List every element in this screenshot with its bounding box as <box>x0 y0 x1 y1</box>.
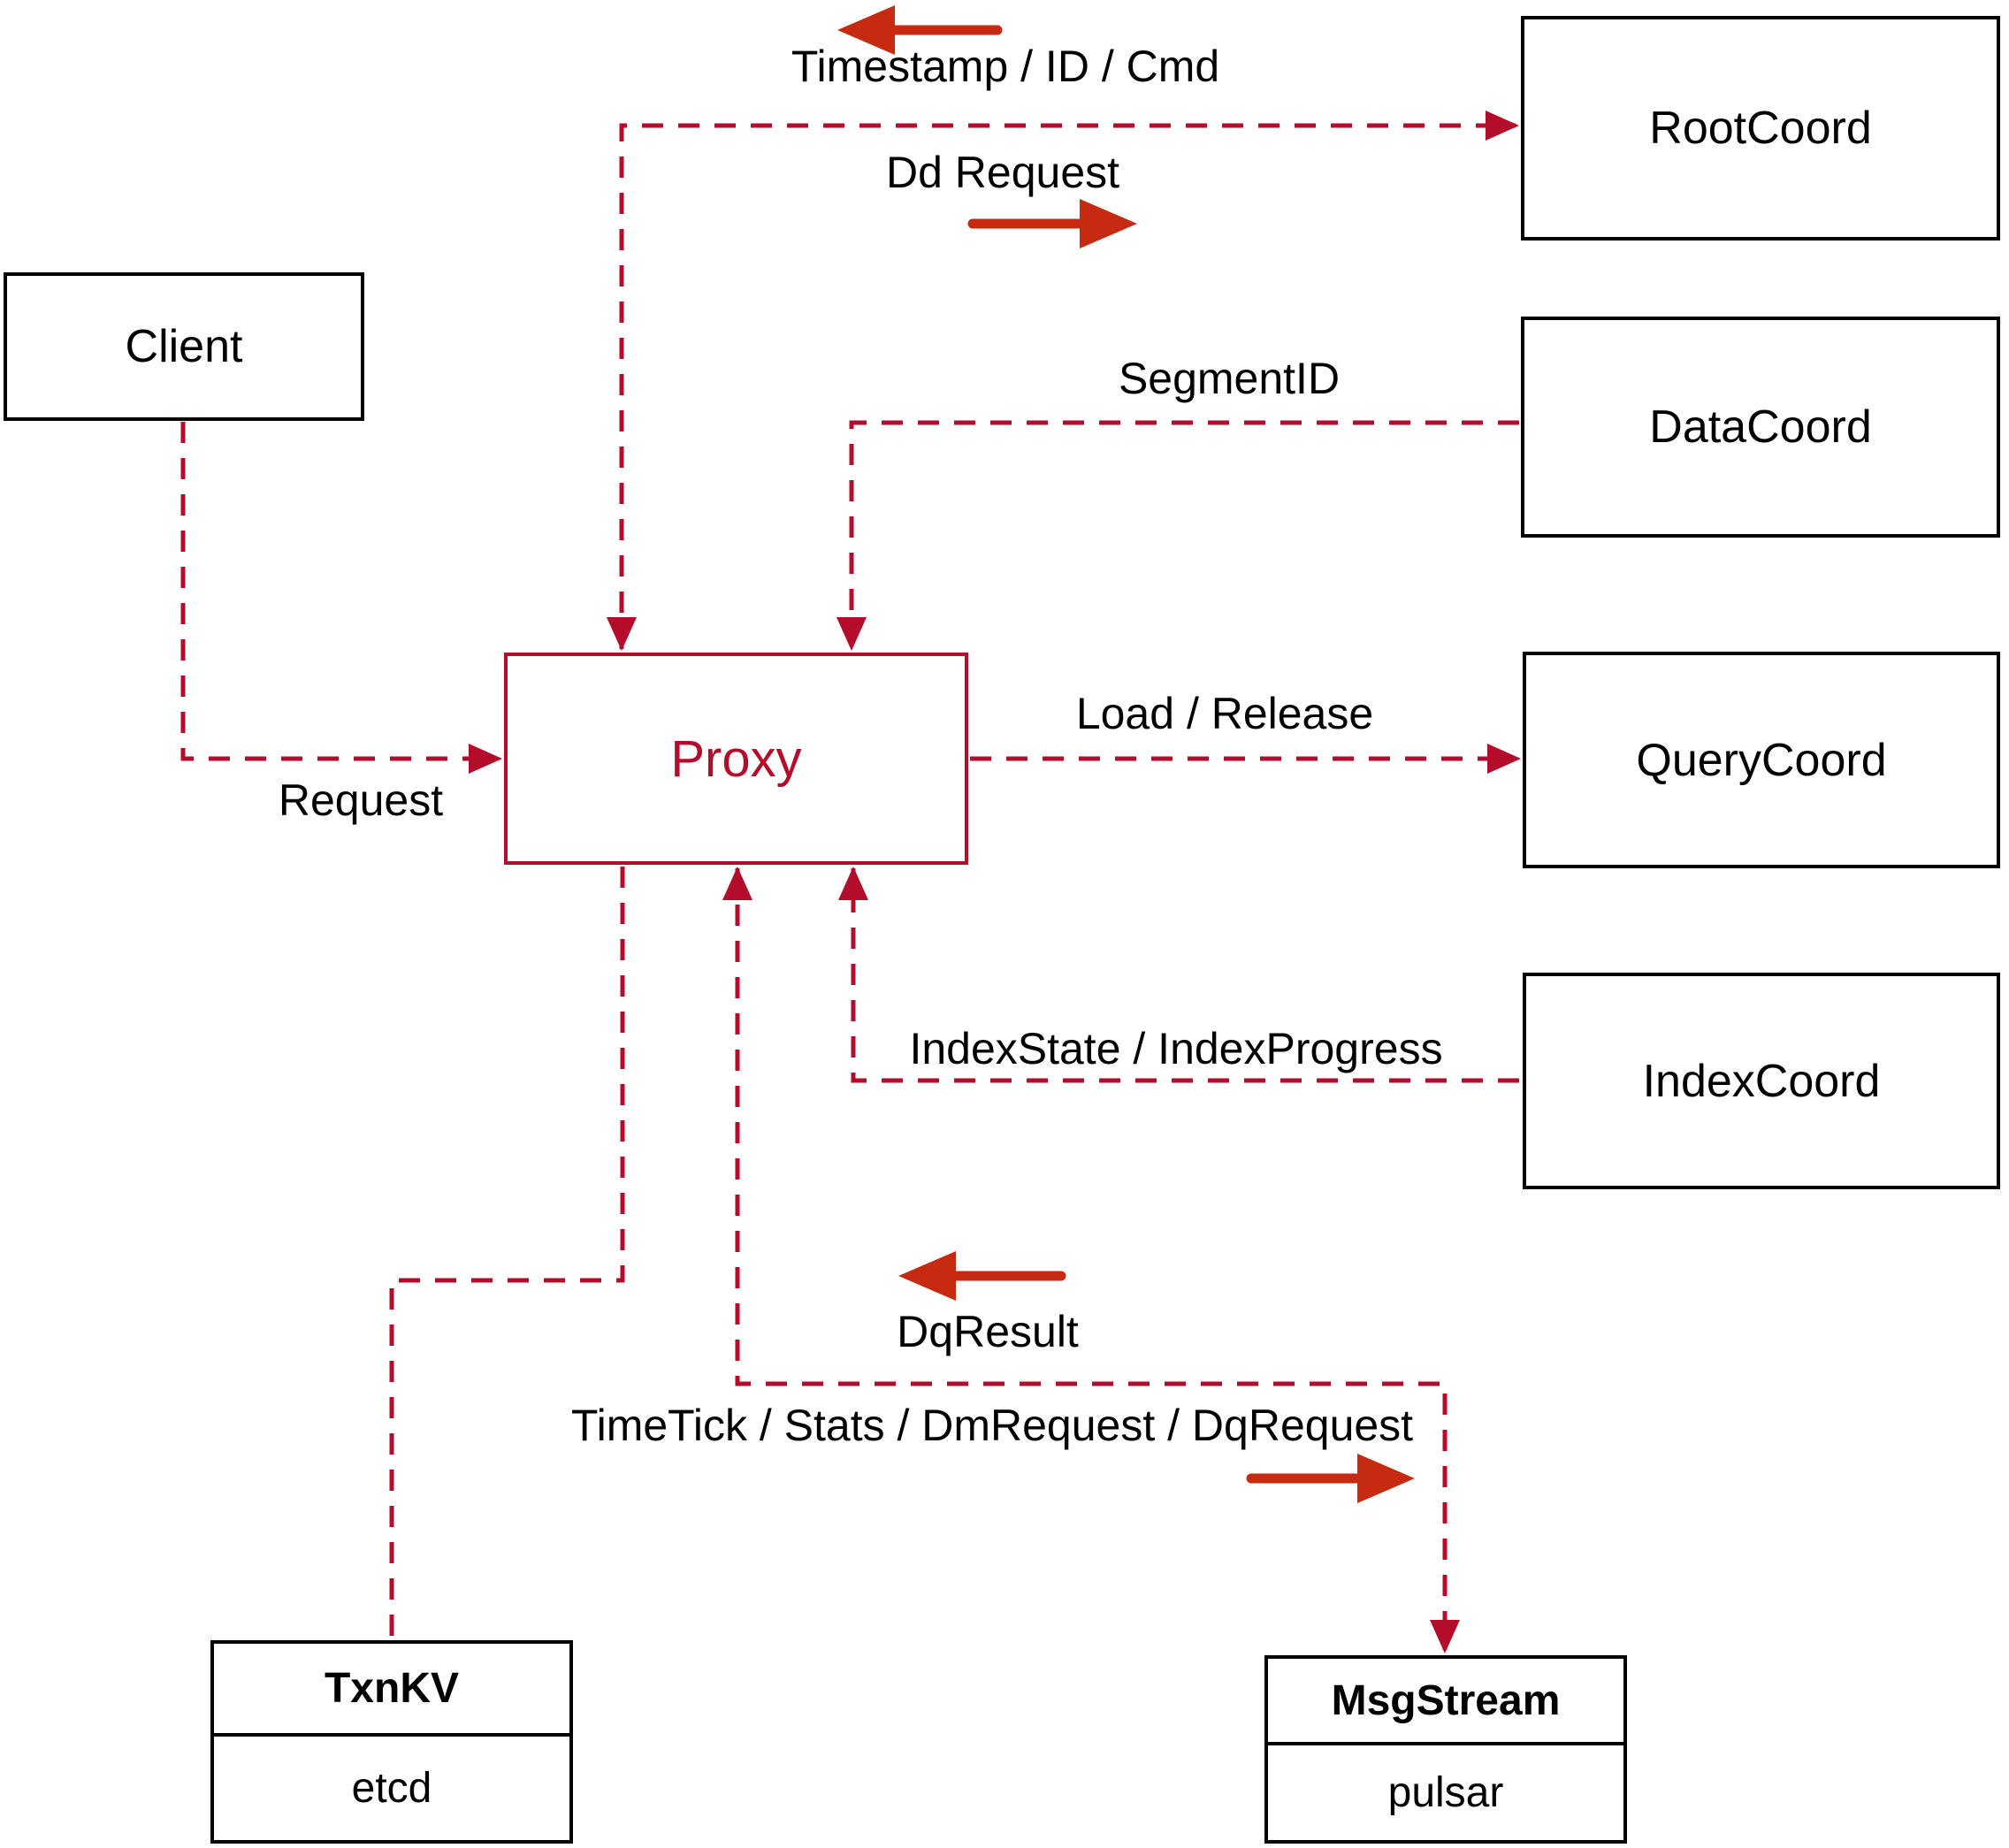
edge-label-load-release: Load / Release <box>1075 689 1374 738</box>
node-msgstream-title: MsgStream <box>1268 1659 1623 1745</box>
arrowhead-into-proxy-top-left <box>607 617 637 651</box>
edge-label-index-state: IndexState / IndexProgress <box>909 1024 1443 1073</box>
node-rootcoord-label: RootCoord <box>1649 103 1872 154</box>
edge-label-segment-id: SegmentID <box>1118 354 1341 403</box>
node-datacoord: DataCoord <box>1521 317 2000 538</box>
arrowhead-into-msgstream <box>1430 1620 1460 1653</box>
node-client: Client <box>4 272 364 421</box>
arrowhead-into-rootcoord <box>1486 111 1519 141</box>
node-querycoord: QueryCoord <box>1523 652 2000 868</box>
arrowhead-into-proxy-top-right <box>836 617 867 651</box>
edge-proxy-msgstream <box>735 868 1448 1650</box>
arrowhead-into-querycoord <box>1487 744 1521 774</box>
edge-label-dd-request: Dd Request <box>885 148 1120 197</box>
node-datacoord-label: DataCoord <box>1649 401 1872 453</box>
node-indexcoord: IndexCoord <box>1523 973 2000 1189</box>
arrowhead-into-proxy-left <box>469 744 502 774</box>
node-txnkv-title: TxnKV <box>214 1644 569 1737</box>
edge-proxy-rootcoord <box>619 123 1516 649</box>
edge-label-time-tick: TimeTick / Stats / DmRequest / DqRequest <box>570 1401 1414 1450</box>
node-proxy-label: Proxy <box>670 729 802 788</box>
direction-arrowhead-right-ddrequest <box>1080 199 1137 248</box>
edge-label-dq-result: DqResult <box>897 1307 1079 1356</box>
arrowhead-into-proxy-bottom-left <box>722 867 752 900</box>
node-proxy: Proxy <box>504 653 968 865</box>
direction-arrowhead-right-timetick <box>1357 1454 1415 1503</box>
node-txnkv-subtitle: etcd <box>351 1765 432 1812</box>
node-querycoord-label: QueryCoord <box>1636 734 1887 786</box>
edge-proxy-txnkv <box>389 867 625 1638</box>
edge-label-timestamp-id-cmd: Timestamp / ID / Cmd <box>791 42 1220 91</box>
direction-arrowhead-left-dqresult <box>898 1251 956 1301</box>
edge-datacoord-proxy <box>849 420 1519 649</box>
node-txnkv: TxnKV etcd <box>210 1640 573 1844</box>
node-msgstream-subtitle: pulsar <box>1387 1769 1504 1816</box>
edge-client-proxy <box>180 422 495 761</box>
node-rootcoord: RootCoord <box>1521 16 2000 241</box>
edge-label-request: Request <box>278 775 444 825</box>
node-client-label: Client <box>125 321 243 372</box>
node-msgstream: MsgStream pulsar <box>1264 1655 1627 1844</box>
node-indexcoord-label: IndexCoord <box>1642 1055 1881 1107</box>
arrowhead-into-proxy-bottom-right <box>838 867 868 900</box>
